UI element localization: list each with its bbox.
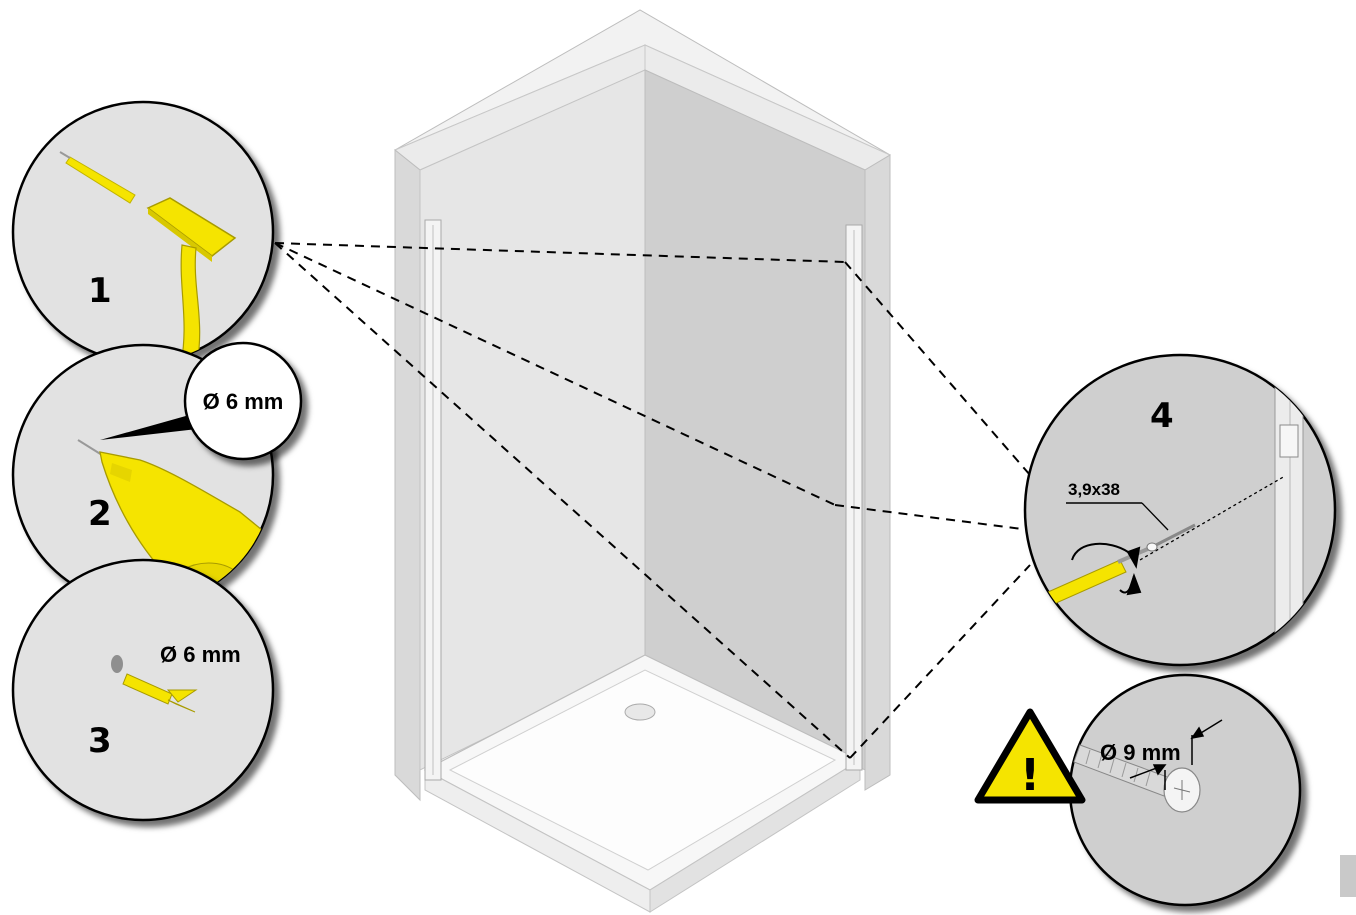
step-1-number: 1 (88, 271, 112, 311)
drill-hole (111, 655, 123, 673)
step-3-number: 3 (88, 721, 112, 761)
dimension-arrows (1129, 719, 1223, 790)
shower-enclosure (394, 9, 892, 913)
plug-diameter-label: Ø 6 mm (160, 642, 241, 667)
step-2-detail: 2 Ø 6 mm (11, 341, 303, 607)
wall-plug-icon (122, 673, 198, 713)
step-4-number: 4 (1150, 396, 1174, 436)
warning-symbol: ! (1020, 750, 1040, 801)
hammer-icon (59, 151, 237, 362)
warning-icon: ! (974, 708, 1086, 804)
rotation-arrow-icon (1071, 542, 1142, 596)
step-2-number: 2 (88, 494, 112, 534)
callout-pointer (100, 412, 206, 440)
step-4-detail: 4 3,9x38 (1023, 353, 1337, 667)
screw-icon (1146, 523, 1196, 552)
screw-size-label: 3,9x38 (1068, 480, 1120, 499)
screw-head-diameter-label: Ø 9 mm (1100, 740, 1181, 765)
screw-label-leader (1141, 502, 1169, 531)
leader-lines (274, 242, 1031, 759)
warning-detail: Ø 9 mm ! (974, 673, 1302, 907)
step-1-detail: 1 (11, 100, 275, 364)
page-tab (1340, 855, 1356, 897)
screw-icon (1073, 744, 1201, 813)
drill-diameter-label: Ø 6 mm (203, 389, 284, 414)
step-3-detail: Ø 6 mm 3 (11, 558, 275, 822)
